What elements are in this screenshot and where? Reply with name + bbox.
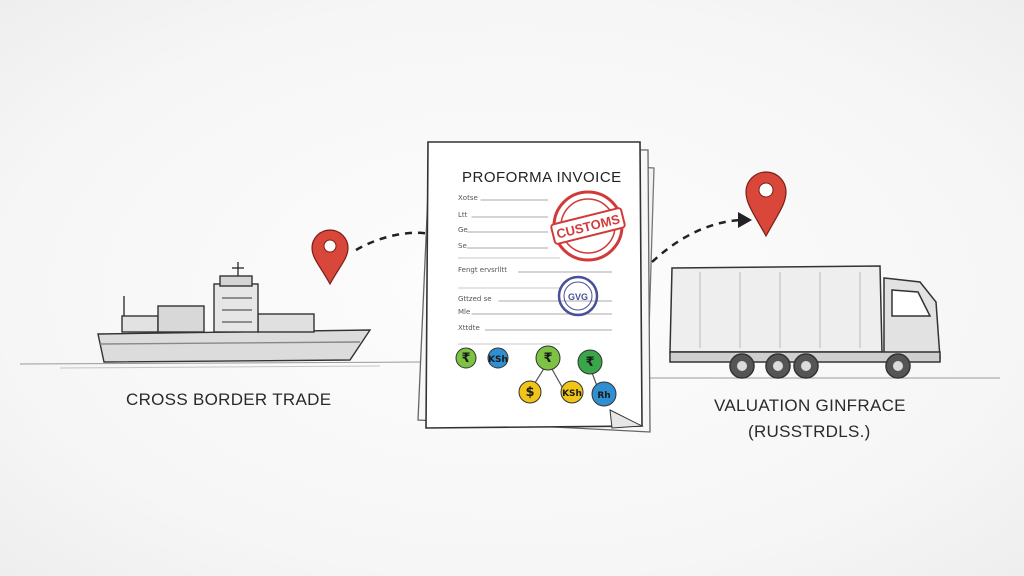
invoice-field-label: Ltt <box>458 211 468 219</box>
invoice-field-label: Gttzed se <box>458 295 492 303</box>
currency-coin: ₹ <box>577 349 603 375</box>
dashed-arrow-left <box>355 231 431 252</box>
currency-symbol: ₹ <box>585 355 594 370</box>
location-pin-icon <box>745 171 787 238</box>
currency-coin-circle <box>591 381 617 407</box>
currency-coin: ₹ <box>455 347 477 369</box>
currency-coin: ₹ <box>535 345 561 371</box>
ground-lines <box>19 361 1000 379</box>
currency-coin-circle <box>535 345 561 371</box>
invoice-field-label: Mle <box>458 308 470 316</box>
currency-coin-circle <box>518 380 542 404</box>
currency-coin: KSh <box>560 380 584 404</box>
arrow-head-icon <box>738 212 752 228</box>
blue-stamp-text: GVG <box>568 292 588 302</box>
truck-icon <box>669 265 941 379</box>
invoice-field-label: Xttdte <box>458 324 480 332</box>
invoice-field-label: Fengt ervsrlltt <box>458 266 507 274</box>
currency-symbol: ₹ <box>461 351 470 366</box>
cross-border-trade-label: CROSS BORDER TRADE <box>126 390 332 409</box>
currency-symbol: KSh <box>562 389 582 399</box>
dashed-arrow-right <box>651 218 741 263</box>
currency-coin: Rh <box>591 381 617 407</box>
currency-symbol: KSh <box>488 355 508 365</box>
invoice-title: PROFORMA INVOICE <box>462 169 622 186</box>
currency-symbol: $ <box>525 385 534 400</box>
currency-coin: KSh <box>487 347 509 369</box>
currency-coin-circle <box>560 380 584 404</box>
location-pin-icon <box>311 229 349 286</box>
invoice-field-label: Se <box>458 242 467 250</box>
cargo-ship-icon <box>97 262 372 363</box>
currency-coin-circle <box>487 347 509 369</box>
currency-coin-circle <box>455 347 477 369</box>
currency-coin-circle <box>577 349 603 375</box>
currency-symbol: Rh <box>597 391 610 401</box>
invoice-field-label: Ge <box>458 226 468 234</box>
valuation-sublabel: (RUSSTRDLS.) <box>748 422 871 441</box>
blue-stamp: GVG <box>557 275 599 317</box>
invoice-field-label: Xotse <box>458 194 478 202</box>
currency-coin: $ <box>518 380 542 404</box>
valuation-label: VALUATION GINFRACE <box>714 396 906 415</box>
currency-symbol: ₹ <box>543 351 552 366</box>
